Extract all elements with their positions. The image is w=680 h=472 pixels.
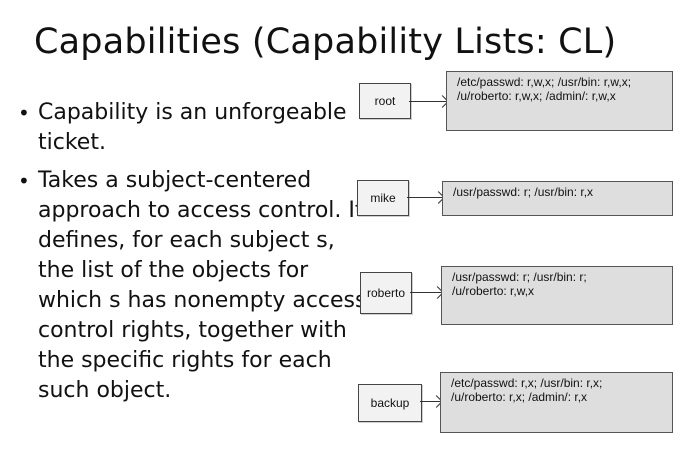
arrow-icon (420, 401, 440, 402)
subject-box-backup: backup (358, 384, 422, 422)
bullet-dot-icon: • (18, 169, 30, 193)
arrow-icon (409, 101, 446, 102)
capability-list-backup: /etc/passwd: r,x; /usr/bin: r,x; /u/robe… (440, 372, 673, 433)
slide-title: Capabilities (Capability Lists: CL) (34, 22, 617, 62)
subject-box-root: root (359, 83, 411, 119)
bullet-item: • Capability is an unforgeable ticket. (18, 98, 368, 158)
bullet-list: • Capability is an unforgeable ticket. •… (18, 98, 368, 414)
bullet-text: Takes a subject-centered approach to acc… (38, 168, 367, 403)
arrow-icon (410, 292, 441, 293)
capability-list-root: /etc/passwd: r,w,x; /usr/bin: r,w,x; /u/… (446, 71, 673, 131)
arrow-icon (407, 197, 442, 198)
subject-box-mike: mike (357, 180, 409, 216)
capability-list-roberto: /usr/passwd: r; /usr/bin: r; /u/roberto:… (441, 266, 673, 325)
bullet-text: Capability is an unforgeable ticket. (38, 100, 347, 155)
subject-box-roberto: roberto (360, 272, 412, 314)
bullet-dot-icon: • (18, 101, 30, 125)
bullet-item: • Takes a subject-centered approach to a… (18, 166, 368, 406)
capability-list-mike: /usr/passwd: r; /usr/bin: r,x (442, 181, 673, 216)
